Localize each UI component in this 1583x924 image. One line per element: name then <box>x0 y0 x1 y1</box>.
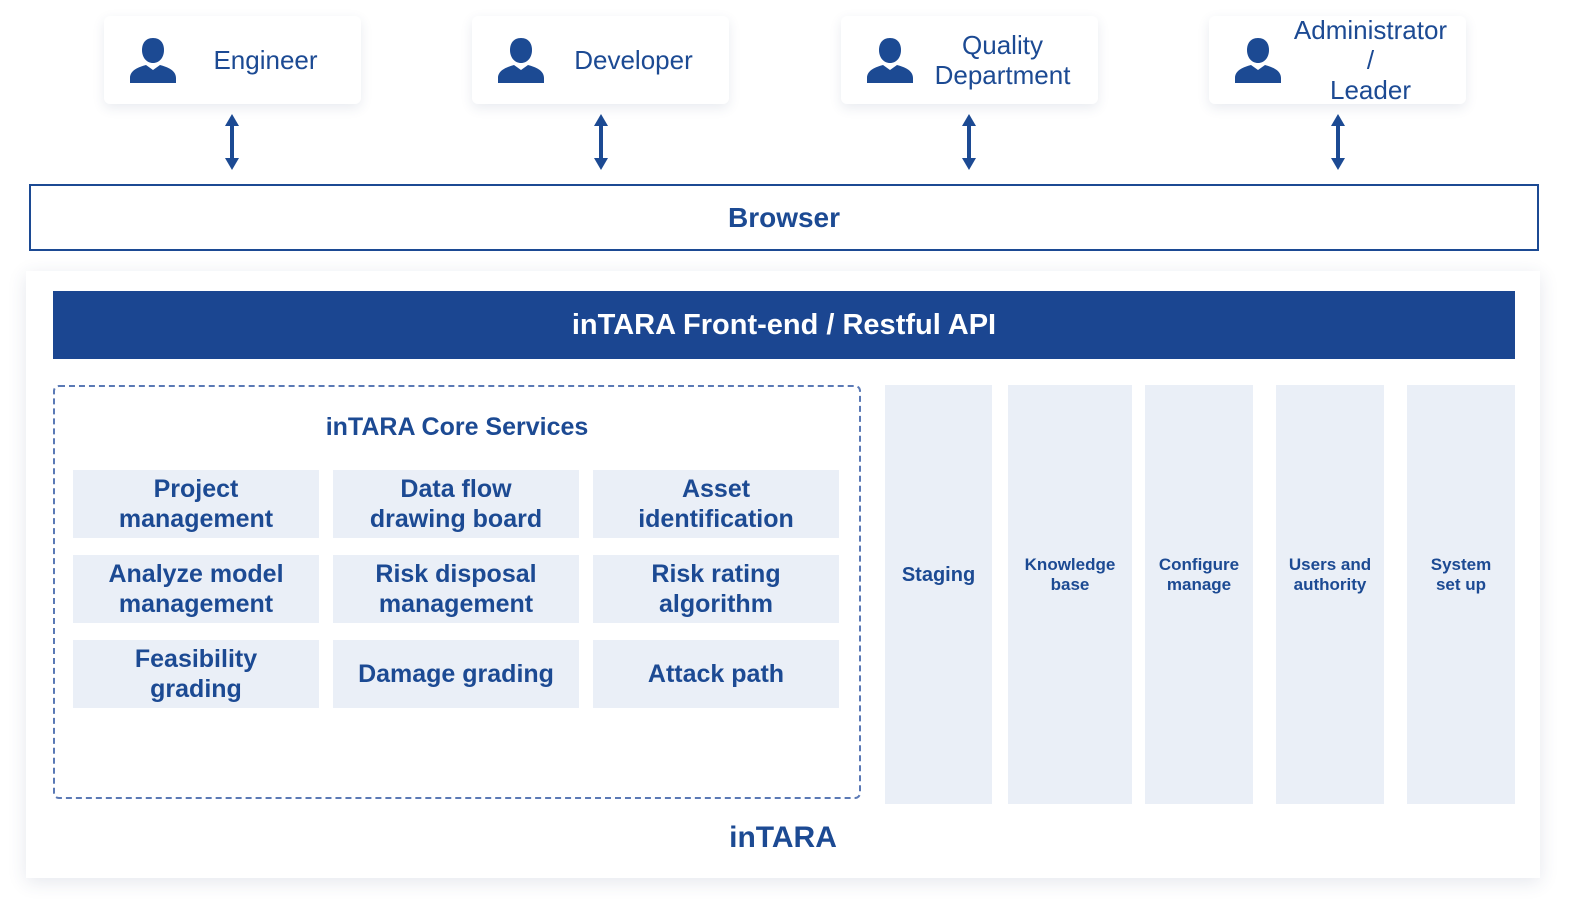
role-label: Developer <box>574 45 693 75</box>
bidirectional-arrow-icon <box>594 114 608 170</box>
service-feasibility-grading: Feasibility grading <box>73 640 319 708</box>
service-analyze-model-management: Analyze model management <box>73 555 319 623</box>
core-services-box: inTARA Core Services Project management … <box>53 385 861 799</box>
api-bar: inTARA Front-end / Restful API <box>53 291 1515 359</box>
bidirectional-arrow-icon <box>1331 114 1345 170</box>
module-system-set-up: System set up <box>1407 385 1515 804</box>
core-services-title: inTARA Core Services <box>325 413 589 441</box>
browser-label: Browser <box>727 201 841 233</box>
service-asset-identification: Asset identification <box>593 470 839 538</box>
module-label: Configure manage <box>1158 554 1240 594</box>
role-label: Quality Department <box>934 30 1071 90</box>
user-icon <box>867 38 913 83</box>
module-configure-manage: Configure manage <box>1145 385 1253 804</box>
role-card-developer: Developer <box>472 16 729 104</box>
service-project-management: Project management <box>73 470 319 538</box>
role-label: Administrator / Leader <box>1293 15 1448 105</box>
service-attack-path: Attack path <box>593 640 839 708</box>
module-label: System set up <box>1430 554 1492 594</box>
user-icon <box>1235 38 1281 83</box>
module-label: Staging <box>901 563 976 586</box>
user-icon <box>130 38 176 83</box>
module-label: Knowledge base <box>1024 554 1116 594</box>
service-risk-disposal-management: Risk disposal management <box>333 555 579 623</box>
browser-layer: Browser <box>29 184 1539 251</box>
role-label: Engineer <box>213 45 318 75</box>
module-knowledge-base: Knowledge base <box>1008 385 1132 804</box>
service-damage-grading: Damage grading <box>333 640 579 708</box>
bidirectional-arrow-icon <box>962 114 976 170</box>
intara-label: inTARA <box>729 821 837 854</box>
service-risk-rating-algorithm: Risk rating algorithm <box>593 555 839 623</box>
api-label: inTARA Front-end / Restful API <box>571 308 997 341</box>
role-card-administrator-leader: Administrator / Leader <box>1209 15 1466 105</box>
role-card-quality-department: Quality Department <box>841 16 1098 104</box>
module-users-and-authority: Users and authority <box>1276 385 1384 804</box>
user-icon <box>498 38 544 83</box>
bidirectional-arrow-icon <box>225 114 239 170</box>
module-label: Users and authority <box>1288 554 1372 594</box>
service-data-flow-drawing-board: Data flow drawing board <box>333 470 579 538</box>
module-staging: Staging <box>885 385 992 804</box>
intara-panel: inTARA Front-end / Restful API inTARA Co… <box>26 271 1540 878</box>
role-card-engineer: Engineer <box>104 16 361 104</box>
